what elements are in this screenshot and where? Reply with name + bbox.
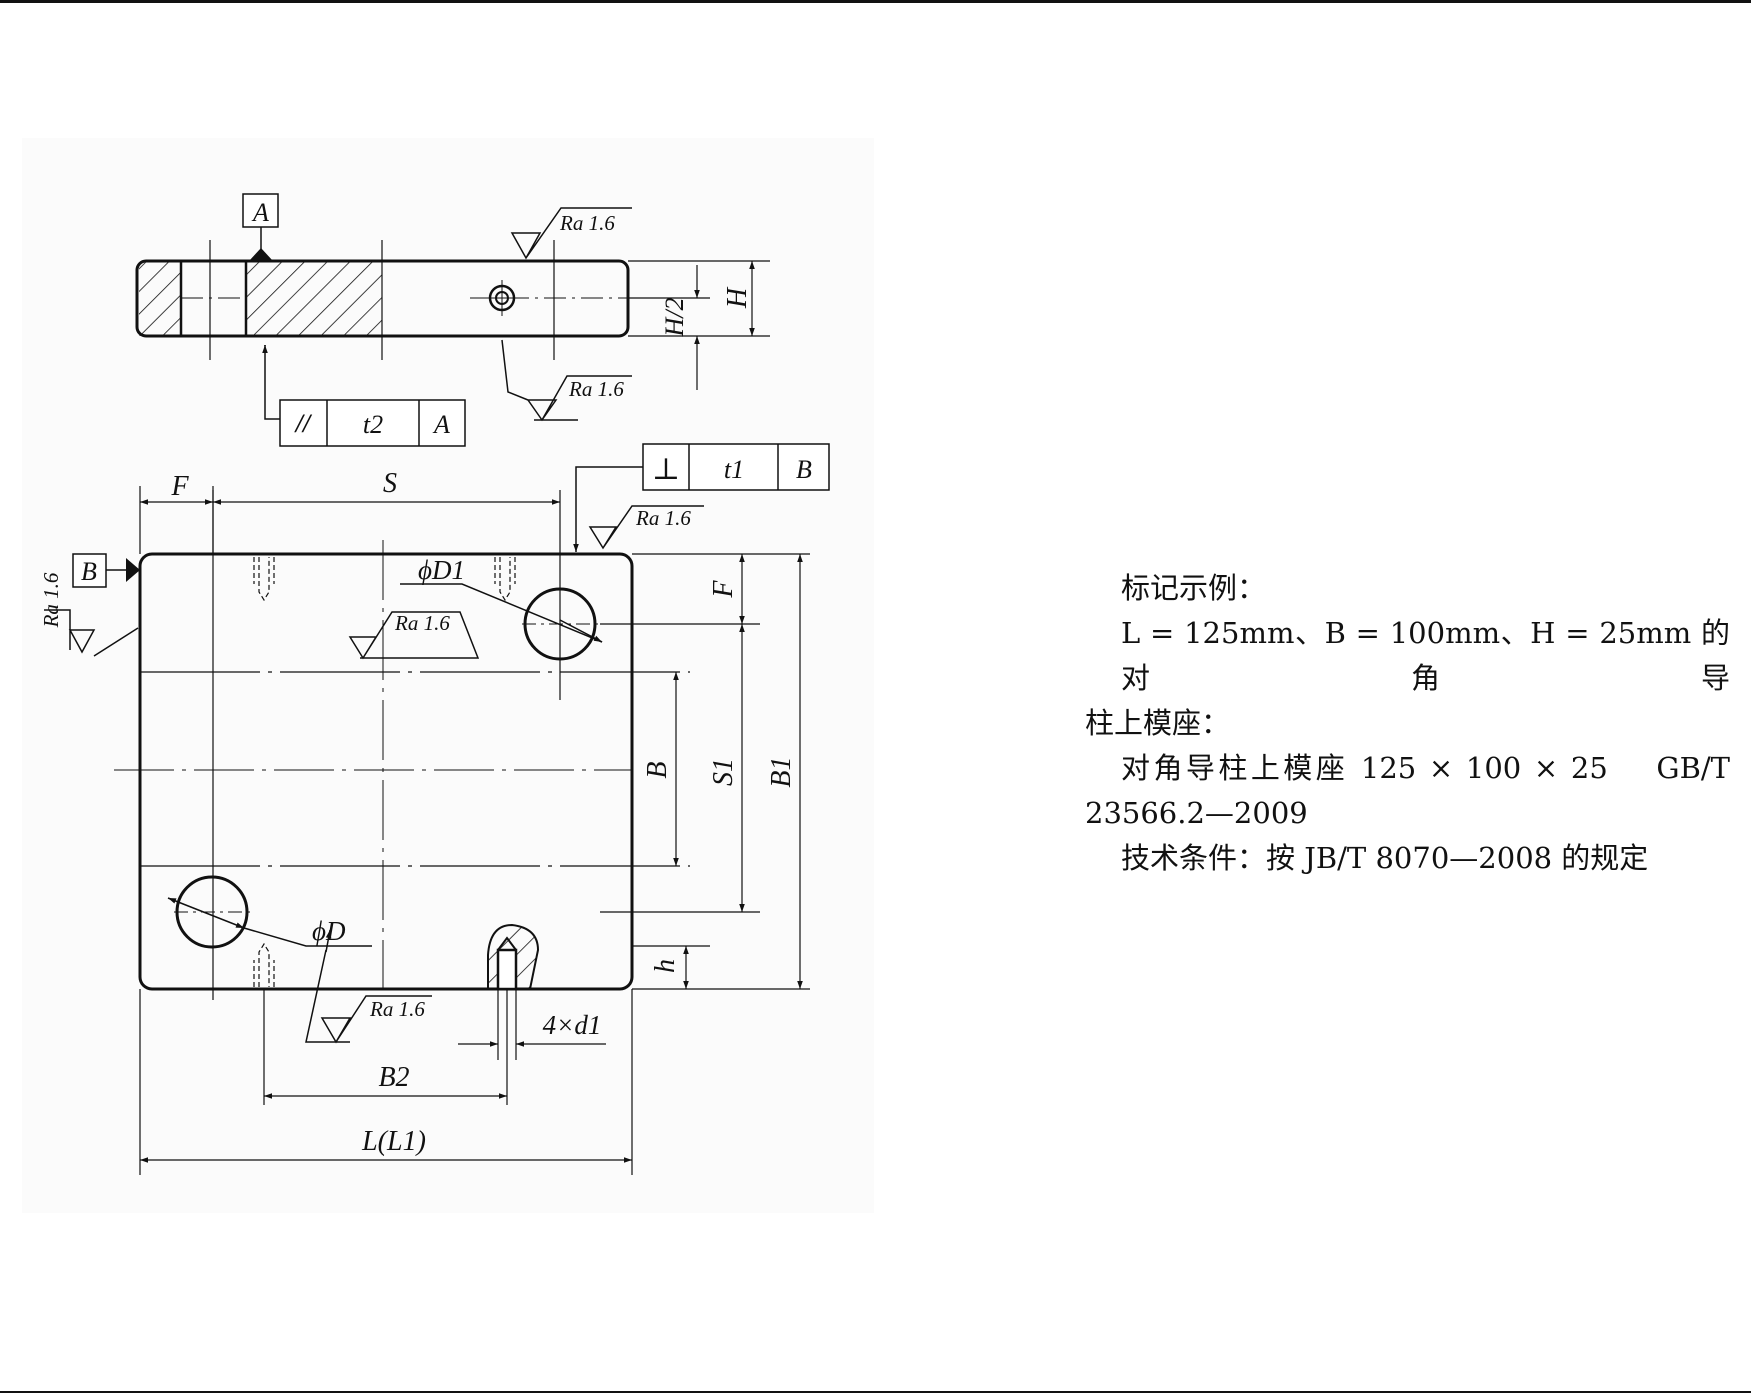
dimension-h-half-label: H/2 [660, 298, 689, 338]
dimension-h-small-label: h [650, 959, 681, 973]
bottom-rule [0, 1391, 1751, 1393]
dimension-b2-label: B2 [378, 1062, 409, 1093]
roughness-label: Ra 1.6 [394, 611, 450, 635]
dimension-h-label: H [722, 286, 753, 309]
dimension-b-label: B [642, 761, 673, 778]
notes-heading: 标记示例： [1121, 571, 1267, 605]
notes-example-line2: 柱上模座： [1085, 706, 1231, 740]
roughness-symbol [305, 929, 432, 1044]
dimension-f-s [139, 486, 560, 554]
dimension-4d1-label: 4×d1 [543, 1010, 602, 1040]
parallelism-symbol: // [294, 409, 313, 438]
parallelism-tolerance: t2 [363, 410, 383, 439]
dimension-s-label: S [383, 468, 397, 499]
side-hatch-main [246, 261, 382, 336]
notes-marking-line1: 对角导柱上模座 125 × 100 × 25 GB/T [1121, 751, 1730, 785]
perpendicularity-frame [573, 443, 830, 552]
datum-a-label: A [251, 198, 269, 227]
roughness-symbol [44, 609, 139, 657]
side-hatch-left [139, 261, 181, 336]
dimension-s1-label: S1 [708, 758, 739, 786]
notes-conditions: 技术条件：按 JB/T 8070—2008 的规定 [1121, 841, 1649, 875]
roughness-label: Ra 1.6 [635, 506, 691, 530]
dimension-f-label: F [170, 471, 189, 502]
dimension-f-label: F [708, 580, 739, 599]
dimension-phiD-label: ϕD [312, 916, 346, 946]
datum-b-label: B [81, 557, 97, 586]
roughness-label: Ra 1.6 [369, 997, 425, 1021]
dimension-right [600, 553, 810, 990]
roughness-label: Ra 1.6 [39, 572, 63, 628]
perpendicularity-tolerance: t1 [724, 455, 744, 484]
notes-panel: 标记示例： L = 125mm、B = 100mm、H = 25mm 的对角导 … [1085, 566, 1730, 881]
dimension-bottom [139, 989, 633, 1175]
parallelism-datum: A [432, 410, 450, 439]
parallelism-frame [262, 345, 466, 447]
datum-b [72, 553, 140, 588]
plan-outline [138, 552, 634, 991]
dimension-phiD [167, 897, 372, 947]
notes-example-line1: L = 125mm、B = 100mm、H = 25mm 的对角导 [1121, 616, 1730, 695]
dimension-b1-label: B1 [766, 756, 797, 787]
roughness-symbol [501, 339, 632, 422]
notes-marking-line2: 23566.2—2009 [1085, 796, 1308, 830]
roughness-symbol [510, 207, 632, 260]
roughness-symbol [348, 583, 603, 660]
roughness-symbol [588, 505, 704, 550]
dimension-phiD1-label: ϕD1 [418, 555, 465, 585]
perpendicularity-datum: B [796, 455, 812, 484]
perpendicularity-symbol: ⊥ [652, 453, 680, 486]
dimension-h [628, 260, 770, 390]
datum-a [242, 193, 279, 261]
top-rule [0, 0, 1751, 3]
roughness-label: Ra 1.6 [568, 377, 624, 401]
roughness-label: Ra 1.6 [559, 211, 615, 235]
dimension-l-label: L(L1) [361, 1126, 426, 1157]
